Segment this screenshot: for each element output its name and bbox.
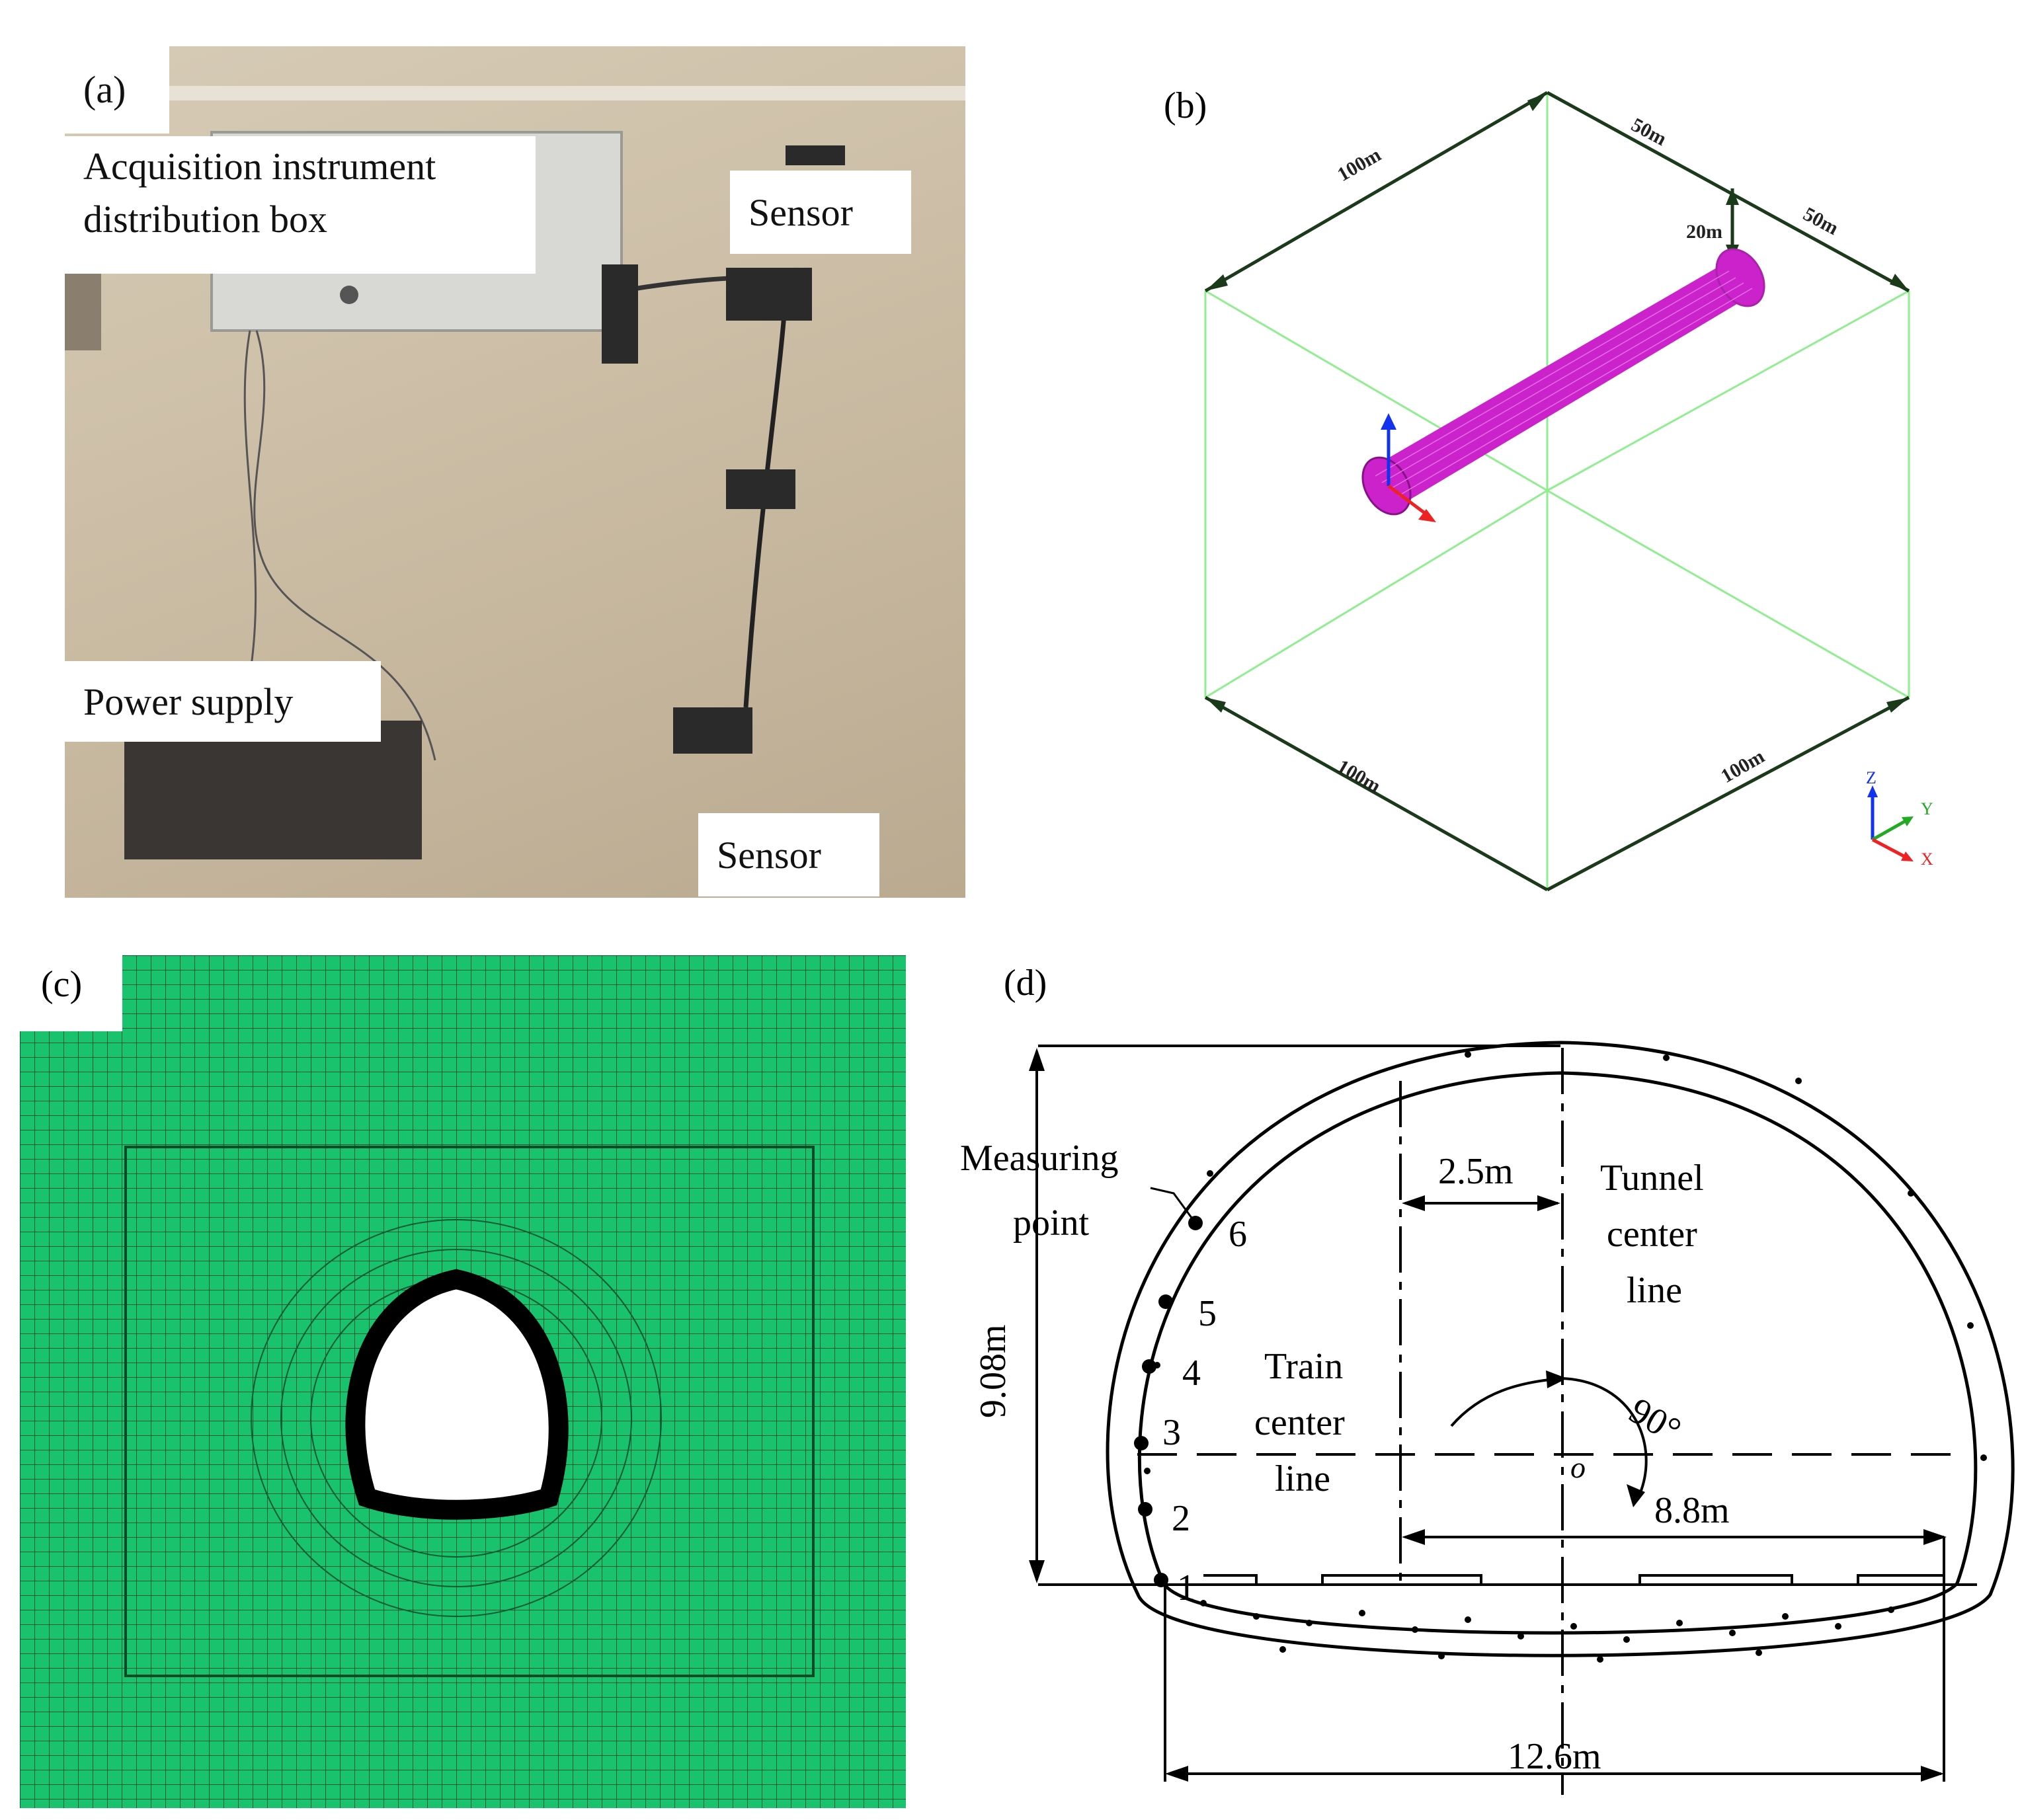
angle-text: 90° bbox=[1623, 1390, 1688, 1452]
dim-8-8-arrow-right bbox=[1923, 1529, 1947, 1545]
axis-x-label: X bbox=[1921, 850, 1933, 869]
dim-12-6-arrow-right bbox=[1921, 1766, 1944, 1782]
sensor-label-top: Sensor bbox=[730, 171, 911, 254]
model-box bbox=[1204, 93, 1910, 890]
mesh-drawing bbox=[20, 955, 906, 1808]
acquisition-label: Acquisition instrument distribution box bbox=[65, 136, 536, 274]
tunnel-lining bbox=[345, 1269, 569, 1520]
tunnel-cylinder bbox=[1361, 248, 1765, 516]
sensor-3 bbox=[726, 469, 795, 509]
dim-9-08-arrow-bottom bbox=[1029, 1560, 1045, 1583]
panel-a-photo: (a) Acquisition instrument distribution … bbox=[65, 46, 965, 898]
sensor-1 bbox=[602, 264, 638, 364]
dim-9-08-arrow-top bbox=[1029, 1048, 1045, 1071]
cross-section-drawing: Measuring point 1 2 3 4 5 6 2.5m Tunnel … bbox=[960, 1041, 2015, 1795]
dim-12-6-text: 12.6m bbox=[1508, 1736, 1601, 1777]
cable-2 bbox=[743, 297, 788, 708]
train-text-3: line bbox=[1275, 1458, 1330, 1499]
sensor-label-bottom: Sensor bbox=[698, 813, 879, 896]
measuring-point-5 bbox=[1158, 1294, 1173, 1309]
sensor-4 bbox=[673, 707, 752, 754]
dim-2-5-text: 2.5m bbox=[1438, 1151, 1514, 1192]
dim-top-right-a: 50m bbox=[1628, 114, 1670, 150]
lining-inner bbox=[1137, 1071, 1978, 1635]
angle-arrow-top bbox=[1546, 1370, 1567, 1388]
box-knob bbox=[340, 286, 358, 304]
train-text-1: Train bbox=[1264, 1346, 1343, 1387]
power-supply-box bbox=[124, 721, 422, 859]
global-axis-triad bbox=[1867, 785, 1914, 861]
panel-c-label: (c) bbox=[41, 964, 83, 1005]
lining-outer bbox=[1106, 1041, 2015, 1657]
acquisition-line-1: Acquisition instrument bbox=[83, 145, 436, 188]
tunnel-text-3: line bbox=[1627, 1270, 1682, 1311]
concrete-dots bbox=[1144, 1051, 1987, 1663]
point-label-4: 4 bbox=[1182, 1353, 1201, 1394]
train-text-2: center bbox=[1254, 1402, 1345, 1443]
dim-8-8-arrow-left bbox=[1402, 1529, 1425, 1545]
dim-top-left: 100m bbox=[1334, 143, 1385, 186]
measuring-point-3 bbox=[1134, 1436, 1149, 1450]
tunnel-text-2: center bbox=[1607, 1214, 1697, 1255]
cable-4 bbox=[242, 330, 257, 708]
tunnel-text-1: Tunnel bbox=[1600, 1158, 1704, 1199]
panel-d-label: (d) bbox=[1004, 963, 1047, 1004]
wall-fixture bbox=[65, 271, 101, 350]
measuring-text-2: point bbox=[1013, 1203, 1090, 1244]
measuring-leader bbox=[1150, 1187, 1197, 1224]
cable-3 bbox=[253, 330, 436, 761]
point-label-6: 6 bbox=[1229, 1214, 1247, 1255]
point-label-5: 5 bbox=[1198, 1293, 1217, 1334]
model-drawing: 100m 50m 50m 20m 100m 100m Z Y X bbox=[1204, 91, 1933, 892]
angle-arrow-bottom bbox=[1627, 1484, 1645, 1507]
point-label-2: 2 bbox=[1172, 1498, 1190, 1539]
acquisition-line-2: distribution box bbox=[83, 198, 327, 241]
dim-12-6-arrow-left bbox=[1165, 1766, 1188, 1782]
panel-c-mesh: (c) bbox=[20, 955, 906, 1808]
power-supply-label: Power supply bbox=[65, 661, 381, 742]
dim-height: 20m bbox=[1686, 221, 1722, 243]
panel-b-label: (b) bbox=[1164, 85, 1207, 126]
dim-8-8-text: 8.8m bbox=[1654, 1490, 1730, 1531]
dim-2-5-arrow-left bbox=[1402, 1195, 1425, 1211]
measuring-points bbox=[1134, 1216, 1203, 1587]
point-label-1: 1 bbox=[1177, 1567, 1195, 1608]
dim-bottom-left: 100m bbox=[1334, 755, 1385, 797]
dim-9-08-text: 9.08m bbox=[973, 1324, 1014, 1418]
mesh-inner-boundary bbox=[124, 1146, 815, 1677]
sensor-5 bbox=[786, 145, 845, 165]
dimension-lines bbox=[1204, 91, 1910, 892]
dim-bottom-right: 100m bbox=[1717, 745, 1768, 787]
dim-2-5-arrow-right bbox=[1537, 1195, 1560, 1211]
measuring-point-4 bbox=[1142, 1359, 1156, 1374]
point-label-3: 3 bbox=[1162, 1412, 1181, 1453]
measuring-point-1 bbox=[1154, 1573, 1168, 1587]
axis-y-label: Y bbox=[1921, 799, 1933, 818]
measuring-text-1: Measuring bbox=[960, 1138, 1119, 1179]
angle-arc bbox=[1450, 1376, 1648, 1495]
ceiling-pipe bbox=[65, 86, 965, 100]
sensor-2 bbox=[726, 268, 812, 321]
axis-z-label: Z bbox=[1866, 768, 1877, 787]
panel-b-model: (b) bbox=[1031, 0, 2020, 926]
tunnel-axes bbox=[1381, 413, 1436, 522]
panel-a-label: (a) bbox=[65, 46, 169, 134]
measuring-point-2 bbox=[1138, 1502, 1152, 1517]
rail-slabs bbox=[1157, 1574, 1944, 1586]
origin-text: o bbox=[1570, 1450, 1586, 1484]
panel-d-cross-section: (d) bbox=[939, 955, 2020, 1815]
